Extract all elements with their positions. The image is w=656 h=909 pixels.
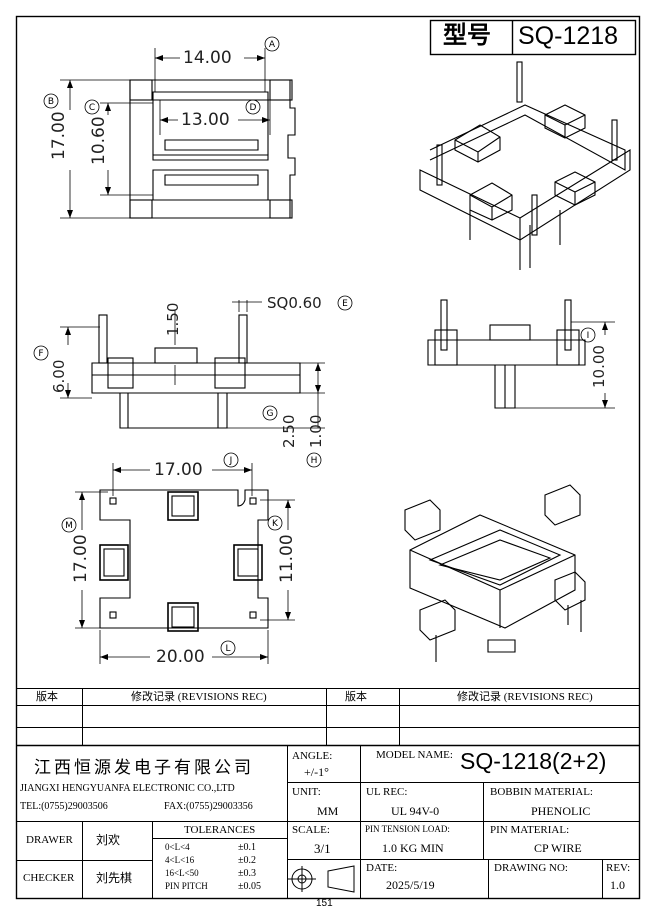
top-view <box>129 79 296 219</box>
angle-value: +/-1° <box>304 765 329 779</box>
dim-top-1060: 10.60 <box>89 116 109 165</box>
model-value: SQ-1218 <box>518 22 619 50</box>
tolerance-value-2: ±0.2 <box>238 855 256 866</box>
angle-label: ANGLE: <box>292 750 333 762</box>
drawer-label: DRAWER <box>26 834 73 846</box>
checker-name: 刘先棋 <box>96 871 133 885</box>
tolerance-range-2: 4<L<16 <box>165 855 195 865</box>
revision-table <box>16 688 640 747</box>
revision-version-label-right: 版本 <box>345 691 367 703</box>
tolerance-range-3: 16<L<50 <box>165 868 199 878</box>
company-name-cn: 江西恒源发电子有限公司 <box>34 758 254 777</box>
pin-tension-value: 1.0 KG MIN <box>382 841 444 855</box>
checker-label: CHECKER <box>23 872 75 884</box>
date-value: 2025/5/19 <box>386 878 435 892</box>
dim-end-1000: 10.00 <box>590 345 608 388</box>
dim-bottom-width-17: 17.00 <box>154 460 203 480</box>
dim-side-sq: SQ0.60 <box>267 294 322 312</box>
ul-value: UL 94V-0 <box>391 804 440 818</box>
dim-side-600: 6.00 <box>50 359 68 393</box>
model-name-label: MODEL NAME: <box>376 749 453 761</box>
unit-value: MM <box>317 804 339 818</box>
bobbin-value: PHENOLIC <box>531 804 591 818</box>
bobbin-label: BOBBIN MATERIAL: <box>490 786 593 798</box>
dim-bottom-11: 11.00 <box>277 534 297 583</box>
scale-value: 3/1 <box>314 841 331 856</box>
pin-material-value: CP WIRE <box>534 841 582 855</box>
dim-side-100: 1.00 <box>307 414 325 448</box>
title-block <box>16 745 640 899</box>
company-tel: TEL:(0755)29003506 <box>20 801 108 812</box>
unit-label: UNIT: <box>292 786 321 798</box>
bottom-view <box>99 489 269 632</box>
model-label: 型号 <box>443 22 491 49</box>
isometric-top-view <box>419 61 631 270</box>
revision-rec-label-left: 修改记录 (REVISIONS REC) <box>131 691 267 703</box>
isometric-bottom-view <box>404 484 586 662</box>
revision-version-label-left: 版本 <box>36 691 58 703</box>
rev-label: REV: <box>606 862 631 874</box>
drawer-name: 刘欢 <box>96 833 121 847</box>
tolerances-title: TOLERANCES <box>184 824 256 836</box>
tolerance-range-4: PIN PITCH <box>165 881 208 891</box>
revision-rec-label-right: 修改记录 (REVISIONS REC) <box>457 691 593 703</box>
end-view <box>427 299 586 409</box>
tolerance-value-4: ±0.05 <box>238 881 261 892</box>
tolerance-value-1: ±0.1 <box>238 842 256 853</box>
dim-bottom-20: 20.00 <box>156 647 205 667</box>
dim-side-250: 2.50 <box>280 414 298 448</box>
dim-bottom-height-17: 17.00 <box>71 534 91 583</box>
dim-side-150: 1.50 <box>164 302 182 336</box>
dim-top-14: 14.00 <box>183 48 232 68</box>
company-name-en: JIANGXI HENGYUANFA ELECTRONIC CO.,LTD <box>20 783 235 794</box>
rev-value: 1.0 <box>610 878 625 892</box>
side-view <box>91 314 301 429</box>
tolerance-range-1: 0<L<4 <box>165 842 190 852</box>
model-name-value: SQ-1218(2+2) <box>460 748 607 774</box>
ul-label: UL REC: <box>366 786 408 798</box>
pin-tension-label: PIN TENSION LOAD: <box>365 824 450 834</box>
date-label: DATE: <box>366 862 398 874</box>
page-number: 151 <box>316 898 333 909</box>
drawing-no-label: DRAWING NO: <box>494 862 568 874</box>
company-fax: FAX:(0755)29003356 <box>164 801 253 812</box>
dim-top-13: 13.00 <box>181 110 230 130</box>
tolerance-value-3: ±0.3 <box>238 868 256 879</box>
scale-label: SCALE: <box>292 824 330 836</box>
pin-material-label: PIN MATERIAL: <box>490 824 570 836</box>
dim-top-17: 17.00 <box>49 111 69 160</box>
